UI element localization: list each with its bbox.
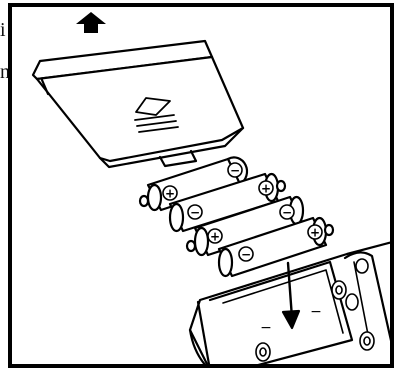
battery-label-minus: − (190, 206, 200, 220)
plus-icon (258, 180, 274, 196)
battery-label-plus: + (210, 230, 220, 244)
minus-icon (227, 162, 243, 178)
battery-label-minus: − (230, 164, 240, 178)
edge-text-i: i (0, 19, 6, 41)
spring-contacts (255, 258, 375, 362)
edge-text-n: n (0, 61, 10, 83)
compartment-minus-1: − (260, 320, 272, 336)
plus-icon (162, 185, 178, 201)
battery-label-minus: − (282, 206, 292, 220)
battery-3 (185, 195, 305, 257)
minus-icon (238, 246, 254, 262)
battery-cover (31, 39, 245, 169)
plus-icon (307, 224, 323, 240)
compartment-minus-2: − (310, 304, 322, 320)
arrow-up-icon (76, 12, 106, 33)
arrow-down-icon (281, 261, 301, 330)
minus-icon (187, 204, 203, 220)
battery-polarity-symbols: + − + − + − + − (162, 162, 323, 262)
battery-label-minus: − (241, 248, 251, 262)
eject-icon (134, 97, 179, 133)
plus-icon (207, 228, 223, 244)
minus-icon (279, 204, 295, 220)
battery-label-plus: + (310, 226, 320, 240)
battery-label-plus: + (165, 187, 175, 201)
battery-label-plus: + (261, 182, 271, 196)
